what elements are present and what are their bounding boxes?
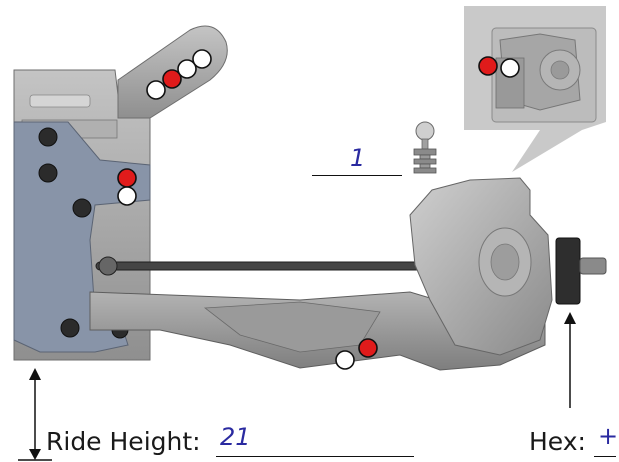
adjustment-holes bbox=[117, 49, 520, 370]
hex-underline bbox=[594, 456, 616, 457]
camber-link-underline bbox=[312, 175, 402, 176]
plate-hole-active bbox=[117, 168, 137, 188]
ride-height-arrow bbox=[18, 368, 52, 461]
shock-tower-hole-active bbox=[162, 69, 182, 89]
arm-hole-active bbox=[358, 338, 378, 358]
wheel-hex bbox=[555, 237, 607, 305]
ride-height-underline bbox=[216, 456, 414, 457]
hex-value: + bbox=[598, 422, 619, 450]
inset-hole-active bbox=[478, 56, 498, 76]
shock-tower-hole-3 bbox=[177, 59, 197, 79]
shock-tower-hole-4 bbox=[192, 49, 212, 69]
hex-pointer-arrow bbox=[564, 312, 576, 408]
shock-tower-hole-1 bbox=[146, 80, 166, 100]
plate-hole-2 bbox=[117, 186, 137, 206]
ball-stud bbox=[413, 121, 437, 174]
lower-arm bbox=[89, 291, 546, 371]
ride-height-value: 21 bbox=[220, 423, 251, 451]
inset-hole-2 bbox=[500, 58, 520, 78]
hex-label: Hex: bbox=[529, 427, 586, 456]
ride-height-label: Ride Height: bbox=[46, 427, 201, 456]
hub-detail-inset bbox=[464, 6, 606, 172]
arm-hole-1 bbox=[335, 350, 355, 370]
camber-link-value: 1 bbox=[350, 144, 366, 172]
hub-carrier bbox=[409, 177, 553, 356]
